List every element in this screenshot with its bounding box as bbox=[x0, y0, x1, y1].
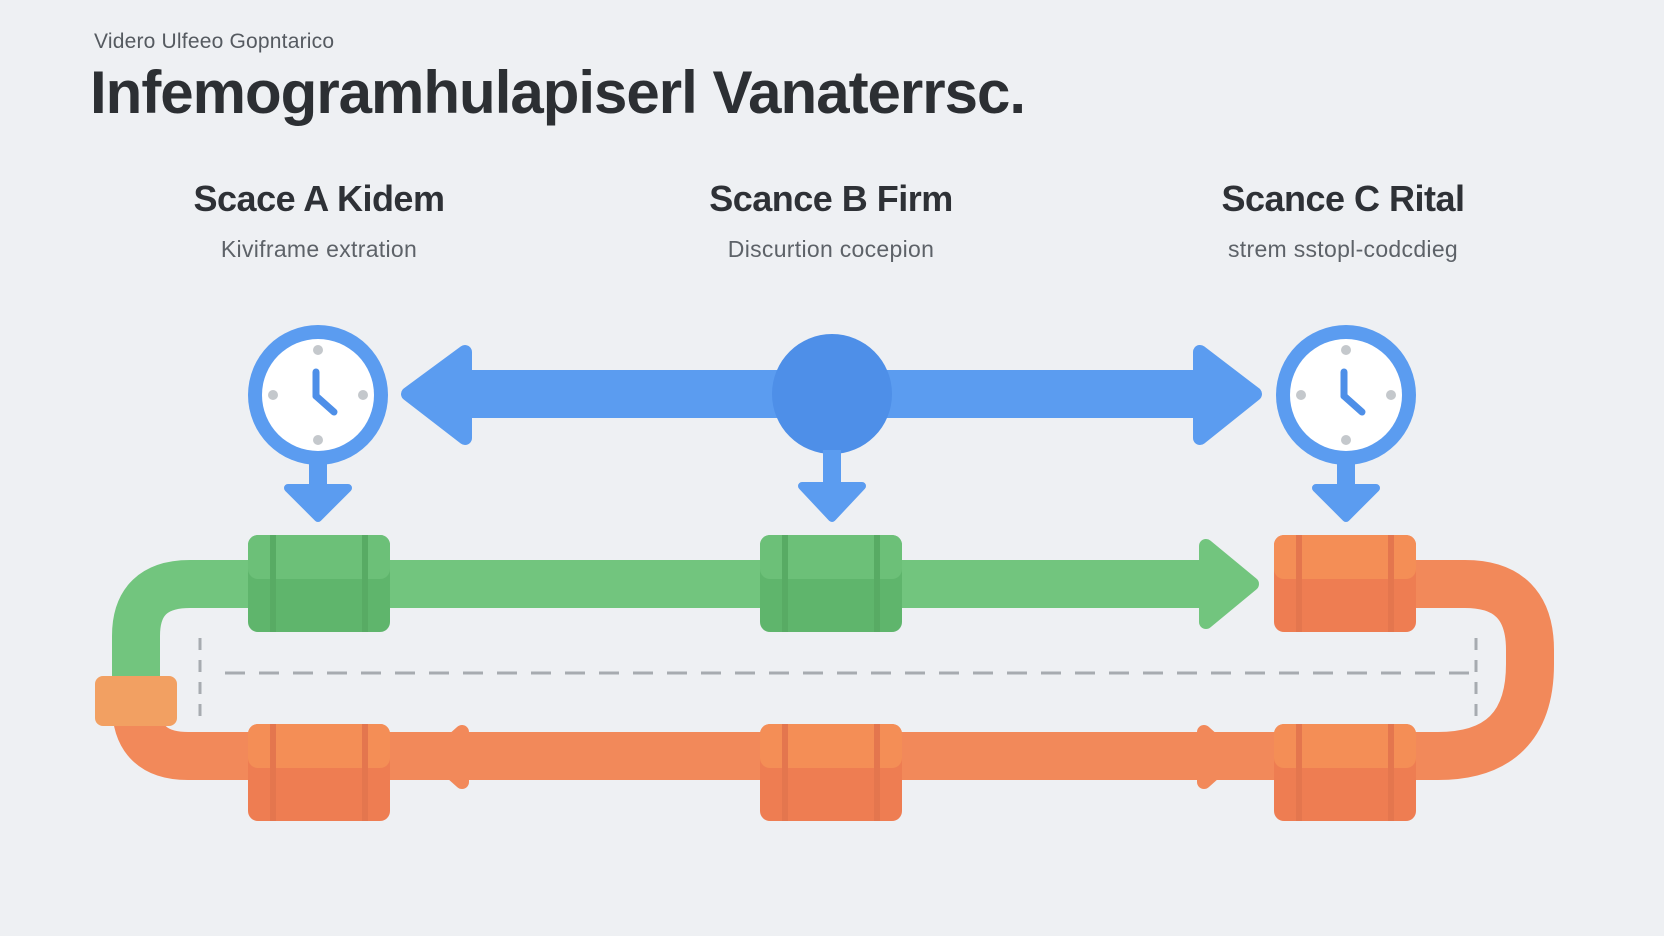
left-connector bbox=[95, 676, 177, 726]
dashed-guide bbox=[198, 638, 1478, 724]
diagram-eyebrow: Videro Ulfeeo Gopntarico bbox=[94, 30, 335, 53]
clock-icon bbox=[1276, 325, 1416, 522]
orange-coupling-c bbox=[1274, 535, 1416, 632]
green-coupling-a bbox=[248, 535, 390, 632]
stage-a: Scace A Kidem Kiviframe extration bbox=[119, 178, 519, 263]
green-pipe bbox=[112, 539, 1259, 680]
stage-b-subtitle: Discurtion cocepion bbox=[727, 236, 935, 262]
stage-a-subtitle: Kiviframe extration bbox=[220, 236, 418, 262]
orange-loop-pipe bbox=[112, 560, 1554, 789]
circle-node-b bbox=[772, 334, 892, 522]
orange-coupling-a bbox=[248, 724, 390, 821]
stage-c: Scance C Rital strem sstopl-codcdieg bbox=[1143, 178, 1543, 263]
stage-c-subtitle: strem sstopl-codcdieg bbox=[1228, 236, 1458, 262]
clock-icon bbox=[248, 325, 388, 522]
orange-coupling-d bbox=[1274, 724, 1416, 821]
stage-b-name: Scance B Firm bbox=[709, 178, 953, 219]
diagram-title: Infemogramhulapiserl Vanaterrsc. bbox=[90, 59, 1026, 126]
orange-coupling-b bbox=[760, 724, 902, 821]
stage-a-name: Scace A Kidem bbox=[193, 178, 445, 219]
green-coupling-b bbox=[760, 535, 902, 632]
stage-b: Scance B Firm Discurtion cocepion bbox=[631, 178, 1031, 263]
stage-c-name: Scance C Rital bbox=[1221, 178, 1465, 219]
